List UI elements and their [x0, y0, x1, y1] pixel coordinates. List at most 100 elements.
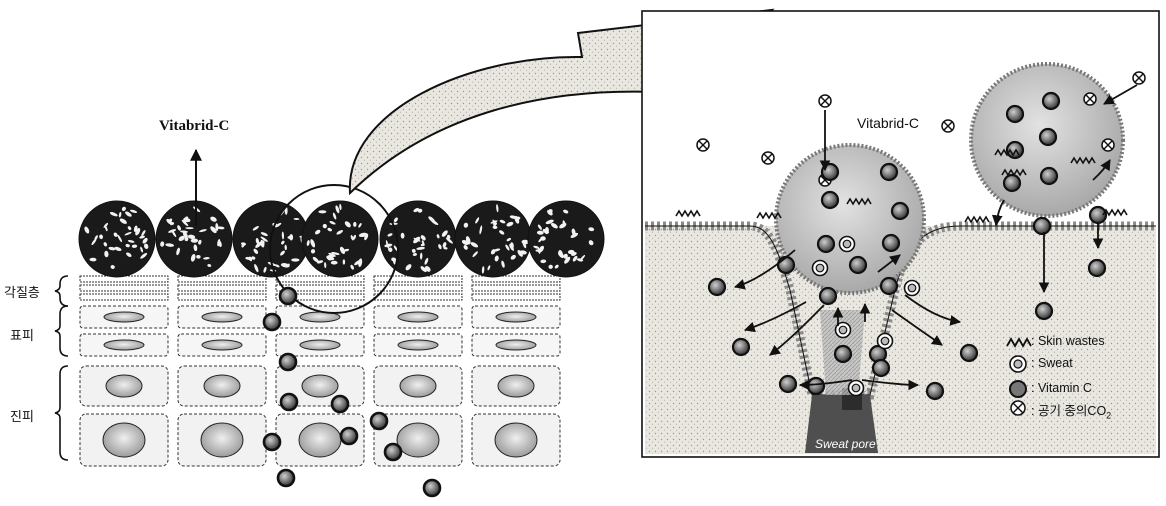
- vitamin-c-particle: [341, 428, 357, 444]
- vitamin-c-molecule: [835, 346, 851, 362]
- legend-skin-wastes: : Skin wastes: [1031, 334, 1105, 348]
- vitamin-c-molecule: [1004, 175, 1020, 191]
- vitabrid-sphere: [156, 201, 232, 277]
- vitamin-c-molecule: [1041, 168, 1057, 184]
- vitamin-c-particle: [332, 396, 348, 412]
- sweat-icon: [1007, 353, 1029, 375]
- skin-cross-section: [80, 276, 560, 466]
- cell-nucleus: [299, 423, 341, 457]
- vitamin-c-molecule: [1089, 260, 1105, 276]
- corneum-strip: [472, 276, 560, 282]
- vitamin-c-molecule: [961, 345, 977, 361]
- cell-nucleus: [201, 423, 243, 457]
- co2-subscript: 2: [1106, 411, 1111, 421]
- sweat-droplet: [840, 237, 855, 252]
- vitamin-c-molecule: [820, 288, 836, 304]
- corneum-strip: [276, 276, 364, 282]
- legend-vitamin-c: : Vitamin C: [1031, 381, 1092, 395]
- vitamin-c-particle: [281, 394, 297, 410]
- cell-nucleus: [202, 312, 242, 322]
- co2-molecule: [942, 120, 954, 132]
- co2-icon: [1007, 397, 1029, 419]
- vitamin-c-particle: [424, 480, 440, 496]
- vitamin-c-particle: [385, 444, 401, 460]
- layer-brackets: [55, 276, 68, 460]
- cell-nucleus: [302, 375, 338, 397]
- cell-nucleus: [496, 312, 536, 322]
- co2-molecule: [1102, 139, 1114, 151]
- corneum-strip: [80, 285, 168, 291]
- vitamin-c-particle: [278, 470, 294, 486]
- cell-nucleus: [397, 423, 439, 457]
- co2-molecule: [819, 95, 831, 107]
- vitamin-c-particle: [280, 288, 296, 304]
- vitabrid-particles: [79, 201, 604, 277]
- vitabrid-sphere: [528, 201, 604, 277]
- cell-nucleus: [104, 340, 144, 350]
- co2-molecule: [697, 139, 709, 151]
- vitamin-c-molecule: [780, 376, 796, 392]
- cell-nucleus: [495, 423, 537, 457]
- vitamin-c-molecule: [1007, 106, 1023, 122]
- sweat-droplet: [878, 334, 893, 349]
- corneum-strip: [80, 276, 168, 282]
- co2-molecule: [762, 152, 774, 164]
- vitamin-c-particle: [264, 314, 280, 330]
- inset-vitabrid-c-label: Vitabrid-C: [857, 115, 919, 131]
- vitamin-c-molecule: [881, 164, 897, 180]
- vitamin-c-molecule: [1043, 93, 1059, 109]
- vitamin-c-molecule: [892, 203, 908, 219]
- vitamin-c-molecule: [927, 383, 943, 399]
- corneum-strip: [472, 285, 560, 291]
- vitabrid-sphere: [380, 201, 456, 277]
- co2-molecule: [1084, 93, 1096, 105]
- sweat-droplet: [849, 381, 864, 396]
- vitamin-c-molecule: [850, 257, 866, 273]
- vitamin-c-molecule: [733, 339, 749, 355]
- vitamin-c-molecule: [822, 192, 838, 208]
- skin-wastes-icon: [1005, 334, 1033, 354]
- vitamin-c-molecule: [873, 360, 889, 376]
- corneum-strip: [374, 294, 462, 300]
- co2-molecule: [1133, 72, 1145, 84]
- cell-nucleus: [300, 340, 340, 350]
- cell-nucleus: [104, 312, 144, 322]
- epidermis-label: 표피: [10, 325, 34, 344]
- cell-nucleus: [204, 375, 240, 397]
- cell-nucleus: [398, 312, 438, 322]
- sweat-pore-label: Sweat pore: [815, 437, 876, 451]
- vitamin-c-molecule: [881, 278, 897, 294]
- corneum-strip: [80, 294, 168, 300]
- vitamin-c-particle: [371, 413, 387, 429]
- vitamin-c-molecule: [883, 235, 899, 251]
- cell-nucleus: [496, 340, 536, 350]
- vitamin-c-molecule: [1036, 303, 1052, 319]
- vitamin-c-molecule: [808, 378, 824, 394]
- sweat-droplet: [813, 261, 828, 276]
- cell-nucleus: [400, 375, 436, 397]
- vitabrid-c-label: Vitabrid-C: [159, 118, 229, 135]
- vitabrid-sphere: [79, 201, 155, 277]
- cell-nucleus: [202, 340, 242, 350]
- cell-nucleus: [398, 340, 438, 350]
- vitamin-c-particle: [280, 354, 296, 370]
- corneum-strip: [178, 285, 266, 291]
- legend-sweat: : Sweat: [1031, 356, 1073, 370]
- cell-nucleus: [498, 375, 534, 397]
- dermis-label: 진피: [10, 406, 34, 425]
- corneum-strip: [472, 294, 560, 300]
- vitamin-c-molecule: [818, 236, 834, 252]
- vitamin-c-molecule: [709, 279, 725, 295]
- sweat-droplet: [905, 281, 920, 296]
- stratum-corneum-label: 각질층: [4, 282, 40, 301]
- legend-co2: : 공기 중의CO2: [1031, 400, 1111, 421]
- vitamin-c-particle: [264, 434, 280, 450]
- corneum-strip: [178, 294, 266, 300]
- vitamin-c-molecule: [1034, 218, 1050, 234]
- vitabrid-sphere: [302, 201, 378, 277]
- vitamin-c-molecule: [1040, 129, 1056, 145]
- legend: : Skin wastes : Sweat : Vitamin C : 공기 중…: [1005, 330, 1157, 455]
- cell-nucleus: [106, 375, 142, 397]
